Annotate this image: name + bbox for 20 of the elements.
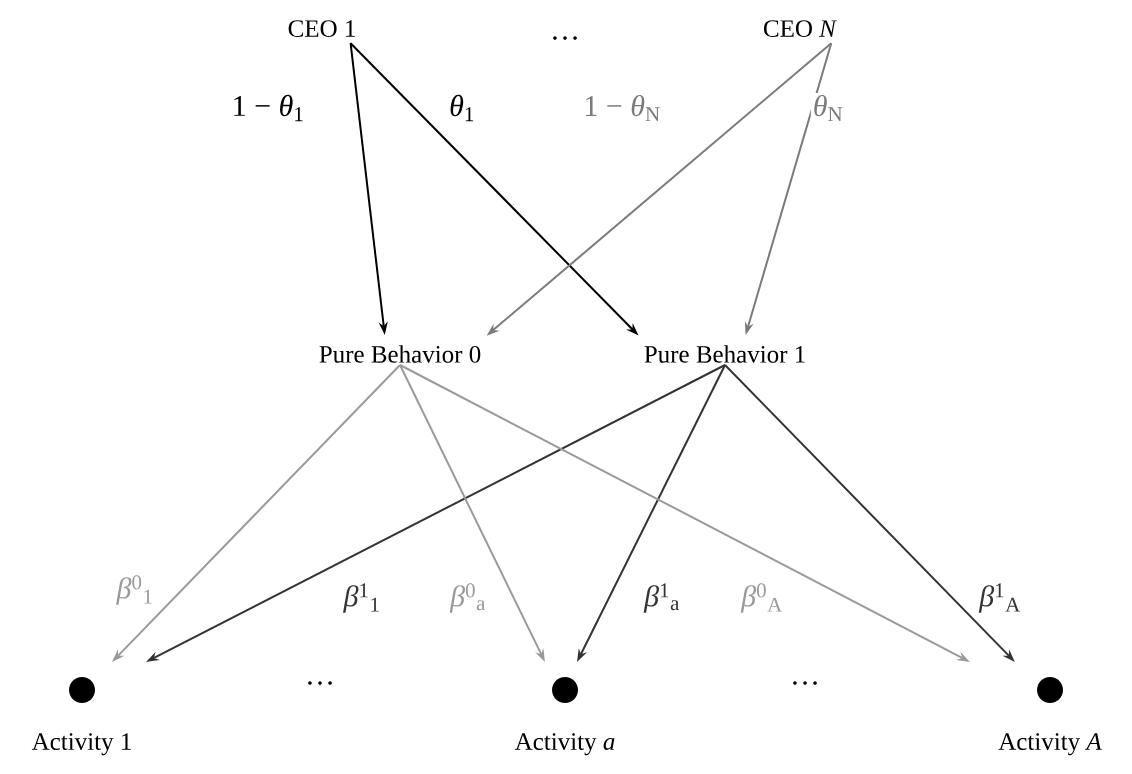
- edge-label: β$^{1}$A: [977, 581, 1023, 615]
- node-label: CEO 1: [288, 20, 355, 37]
- node-label: Activity A: [998, 733, 1102, 756]
- edge-label: β$^{0}$1: [114, 573, 156, 607]
- edge-label: β$^{0}$a: [448, 581, 488, 615]
- edge-label: 1 − θ$_{N}$: [581, 92, 663, 124]
- edge-label: β$^{0}$A: [739, 581, 785, 615]
- node-label: Pure Behavior 0: [319, 345, 481, 363]
- edge-label: θ$_{1}$: [447, 92, 477, 124]
- edge-label: β$^{1}$1: [341, 581, 383, 615]
- node-label: Activity a: [514, 733, 615, 756]
- node-label: Activity 1: [31, 733, 131, 756]
- node-label: CEO N: [764, 20, 838, 37]
- ellipsis: …: [553, 36, 577, 40]
- edge-label: θ$_{N}$: [810, 92, 846, 124]
- ellipsis: …: [308, 681, 332, 685]
- ellipsis: …: [793, 681, 817, 685]
- edge-label: β$^{1}$a: [642, 581, 682, 615]
- node-label: Pure Behavior 1: [644, 345, 805, 363]
- edge-label: 1 − θ$_{1}$: [229, 92, 307, 124]
